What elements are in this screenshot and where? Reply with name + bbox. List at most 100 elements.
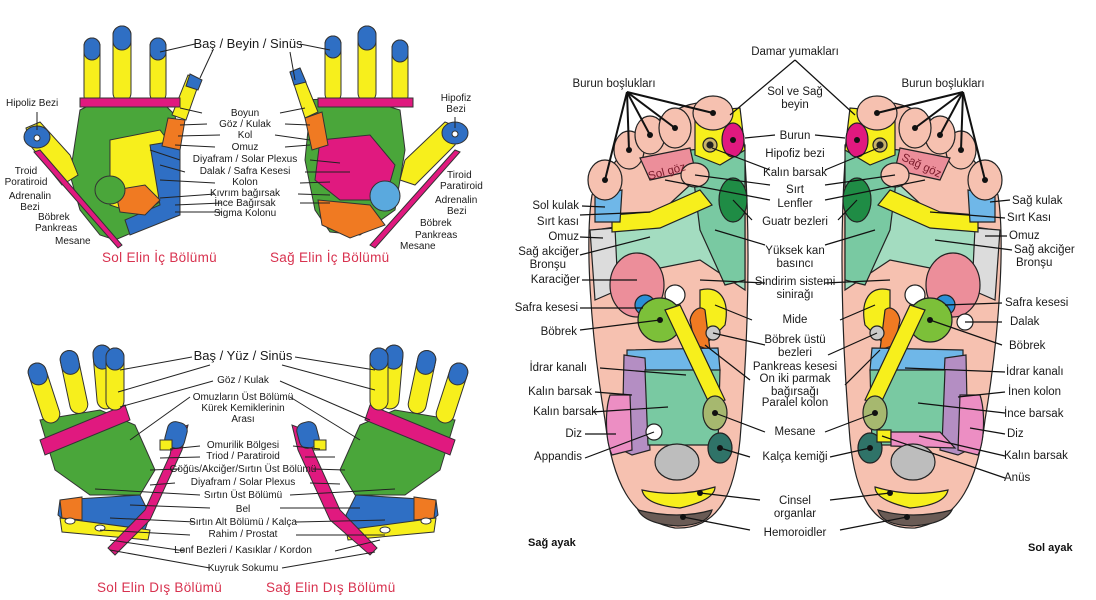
label-kuyruk-sokumu: Kuyruk Sokumu <box>207 563 279 574</box>
label-sirt-kasi-right: Sırt kası <box>536 216 579 228</box>
label-paralel-kolon: Paralel kolon <box>761 397 829 409</box>
label-omuz-left: Omuz <box>1009 230 1040 242</box>
label-burun-bosluklari-right: Burun boşlukları <box>572 78 656 90</box>
label-sindirim-sistemi: Sindirim sistemi <box>754 276 836 288</box>
caption-sag-elin-ic: Sağ Elin İç Bölümü <box>270 250 390 265</box>
label-adrenalin-left: Adrenalin <box>8 191 52 202</box>
label-safra-kesesi-right: Safra kesesi <box>514 302 578 314</box>
label-hemoroidler: Hemoroidler <box>763 527 827 539</box>
label-beyin: beyin <box>781 99 809 111</box>
label-bas-beyin-sinus: Baş / Beyin / Sinüs <box>193 36 303 51</box>
label-kalin-barsak-right-2: Kalın barsak <box>533 406 597 418</box>
label-sag-akciger-right: Sağ akciğer <box>518 246 579 258</box>
label-lenf-bezleri: Lenf Bezleri / Kasıklar / Kordon <box>174 545 312 556</box>
label-lenfler: Lenfler <box>777 198 813 210</box>
label-pankreas-left: Pankreas <box>35 223 78 234</box>
label-kurek-kemiklerinin: Kürek Kemiklerinin <box>201 403 285 414</box>
label-mide: Mide <box>782 314 808 326</box>
label-omuzlarin-ust: Omuzların Üst Bölümü <box>192 392 294 403</box>
label-diyafram: Diyafram / Solar Plexus <box>192 154 298 165</box>
caption-sag-ayak: Sağ ayak <box>528 537 576 549</box>
label-appandis: Appandis <box>534 451 582 463</box>
label-hipofiz: Hipofiz <box>440 93 472 104</box>
label-paratiroid: Paratiroid <box>440 181 483 192</box>
label-rahim-prostat: Rahim / Prostat <box>208 529 278 540</box>
label-hipofiz-bezi: Hipofiz bezi <box>765 148 825 160</box>
label-dalak: Dalak <box>1010 316 1040 328</box>
label-bezi-hipofiz: Bezi <box>446 104 466 115</box>
label-omurilik: Omurilik Bölgesi <box>206 440 280 451</box>
label-bezi-right: Bezi <box>447 206 467 217</box>
right-back-hand <box>291 344 469 556</box>
label-sag-kulak: Sağ kulak <box>1012 195 1063 207</box>
label-bobrek-left-foot: Böbrek <box>1009 340 1046 352</box>
label-sirt: Sırt <box>786 184 804 196</box>
label-kolon: Kolon <box>232 177 258 188</box>
label-bobrek-right: Böbrek <box>420 218 452 229</box>
label-idrar-kanali-right: İdrar kanalı <box>529 362 587 374</box>
label-organlar: organlar <box>773 508 817 520</box>
caption-sol-ayak: Sol ayak <box>1028 542 1073 554</box>
left-back-hand <box>27 344 189 556</box>
label-sirtin-alt: Sırtın Alt Bölümü / Kalça <box>189 517 297 528</box>
foot-leader-lines <box>579 59 1013 531</box>
label-burun-bosluklari-left: Burun boşlukları <box>901 78 985 90</box>
label-diz-right: Diz <box>565 428 582 440</box>
label-omuz: Omuz <box>231 142 259 153</box>
label-bagirsagi: bağırsağı <box>771 386 819 398</box>
label-goz-kulak-back: Göz / Kulak <box>217 375 269 386</box>
foot-marker-dots <box>602 110 988 520</box>
label-troid: Troid <box>14 166 38 177</box>
label-pankreas-kesesi: Pankreas kesesi <box>752 361 838 373</box>
back-hand-leader-lines <box>94 356 396 569</box>
label-bronsu-right: Bronşu <box>529 259 566 271</box>
label-kol: Kol <box>237 130 253 141</box>
label-on-iki-parmak: On iki parmak <box>759 373 831 385</box>
label-tiroid: Tiroid <box>447 170 472 181</box>
label-kivrim-bagirsak: Kıvrım bağırsak <box>209 188 281 199</box>
label-poratiroid: Poratiroid <box>4 177 48 188</box>
label-bobrek-right-foot: Böbrek <box>540 326 577 338</box>
label-bobrek-ustu: Böbrek üstü <box>764 334 826 346</box>
palm-leader-lines <box>36 43 456 213</box>
label-adrenalin-right: Adrenalin <box>435 195 478 206</box>
left-palm-hand <box>23 25 203 249</box>
label-hipoliz-bezi: Hipoliz Bezi <box>6 98 59 109</box>
label-guatr-bezleri: Guatr bezleri <box>762 216 828 228</box>
label-safra-kesesi-left: Safra kesesi <box>1005 297 1069 309</box>
label-goz-kulak: Göz / Kulak <box>219 119 271 130</box>
label-sol-kulak: Sol kulak <box>532 200 579 212</box>
label-bezi-left: Bezi <box>20 202 40 213</box>
label-dalak: Dalak / Safra Kesesi <box>199 166 291 177</box>
label-ince-barsak: İnce barsak <box>1004 408 1064 420</box>
right-foot <box>587 95 749 529</box>
label-bobrek-left: Böbrek <box>38 212 70 223</box>
label-karaciger: Karaciğer <box>530 274 580 286</box>
caption-sol-elin-dis: Sol Elin Dış Bölümü <box>97 580 222 595</box>
label-anus: Anüs <box>1004 472 1031 484</box>
label-bas-yuz-sinus: Baş / Yüz / Sinüs <box>193 348 293 363</box>
label-kalca-kemigi: Kalça kemiği <box>762 451 828 463</box>
label-sag-akciger-left: Sağ akciğer <box>1014 244 1075 256</box>
label-basinci: basıncı <box>776 258 814 270</box>
label-triod-paratiroid: Triod / Paratiroid <box>206 451 280 462</box>
label-yuksek-kan: Yüksek kan <box>765 245 825 257</box>
label-kalin-barsak-right-1: Kalın barsak <box>528 386 592 398</box>
label-sol-ve-sag: Sol ve Sağ <box>767 86 823 98</box>
label-gogus-akciger: Göğüs/Akciğer/Sırtın Üst Bölümü <box>169 464 317 475</box>
caption-sag-elin-dis: Sağ Elin Dış Bölümü <box>266 580 396 595</box>
label-mesane-left: Mesane <box>55 236 91 247</box>
right-palm-hand <box>289 25 469 249</box>
label-sirt-kasi-left: Sırt Kası <box>1007 212 1052 224</box>
label-ince-bagirsak: İnce Bağırsak <box>214 198 276 209</box>
label-omuz-right: Omuz <box>548 231 579 243</box>
label-cinsel: Cinsel <box>779 495 811 507</box>
label-pankreas-right: Pankreas <box>415 230 458 241</box>
label-bezleri: bezleri <box>778 347 812 359</box>
label-damar-yumaklari: Damar yumakları <box>751 46 839 58</box>
label-mesane-right: Mesane <box>400 241 436 252</box>
label-inen-kolon: İnen kolon <box>1008 386 1062 398</box>
label-siniragi: sinirağı <box>776 289 814 301</box>
label-sirtin-ust: Sırtın Üst Bölümü <box>203 490 283 501</box>
label-sigma-kolonu: Sigma Kolonu <box>213 208 277 219</box>
